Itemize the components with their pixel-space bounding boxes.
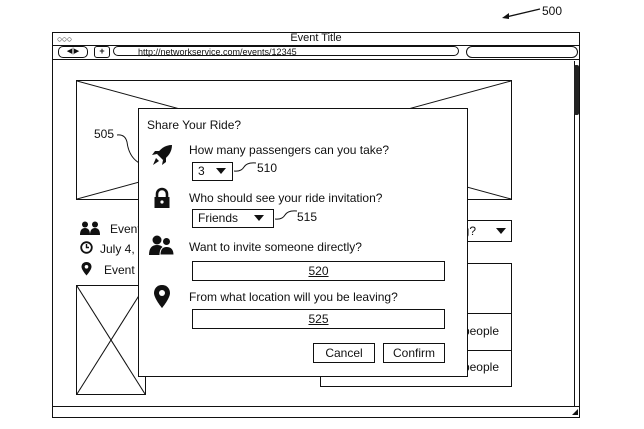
- new-tab-button[interactable]: +: [94, 46, 110, 58]
- passengers-question: How many passengers can you take?: [189, 143, 389, 157]
- scrollbar-thumb[interactable]: [574, 65, 579, 115]
- people-icon: [80, 221, 102, 235]
- location-icon: [81, 262, 92, 276]
- window-title: Event Title: [53, 32, 579, 44]
- visibility-select[interactable]: Friends: [192, 209, 274, 228]
- status-divider: [53, 406, 579, 407]
- invite-input[interactable]: 520: [192, 261, 445, 281]
- back-forward-button[interactable]: ◀|▶: [58, 46, 88, 58]
- lock-icon: [151, 187, 173, 209]
- map-pin-icon: [153, 285, 171, 309]
- event-date-text: July 4,: [100, 242, 135, 256]
- reference-label-515: 515: [297, 210, 317, 224]
- share-ride-dialog: Share Your Ride? How many passengers can…: [138, 108, 468, 377]
- leader-line-510: [234, 161, 256, 175]
- figure-number: 500: [542, 4, 562, 18]
- chevron-down-icon: [216, 168, 226, 174]
- leaving-location-input[interactable]: 525: [192, 309, 445, 329]
- event-location-text: Event: [104, 263, 135, 277]
- passengers-select[interactable]: 3: [192, 162, 233, 181]
- invite-question: Want to invite someone directly?: [189, 240, 362, 254]
- event-attendees-text: Event: [110, 222, 141, 236]
- leaving-question: From what location will you be leaving?: [189, 290, 398, 304]
- confirm-button[interactable]: Confirm: [383, 343, 445, 363]
- search-field[interactable]: [466, 46, 578, 58]
- clock-icon: [80, 241, 93, 254]
- cancel-button[interactable]: Cancel: [313, 343, 375, 363]
- figure-arrow-icon: [500, 6, 542, 20]
- url-bar[interactable]: http://networkservice.com/events/12345: [113, 46, 459, 56]
- users-icon: [149, 234, 175, 256]
- leader-line-515: [275, 209, 297, 223]
- dialog-title: Share Your Ride?: [147, 118, 241, 132]
- event-photo-image: [76, 285, 146, 395]
- reference-label-510: 510: [257, 161, 277, 175]
- chevron-down-icon: [496, 228, 506, 234]
- browser-toolbar: ◀|▶ + http://networkservice.com/events/1…: [53, 45, 579, 60]
- chevron-down-icon: [254, 215, 264, 221]
- reference-label-505: 505: [94, 127, 114, 141]
- visibility-question: Who should see your ride invitation?: [189, 191, 382, 205]
- people-list-item[interactable]: people: [463, 360, 499, 374]
- visibility-select-value: Friends: [198, 211, 238, 225]
- passengers-select-value: 3: [198, 164, 205, 178]
- rocket-icon: [151, 144, 173, 166]
- resize-handle-icon[interactable]: [572, 409, 578, 415]
- people-list-item[interactable]: people: [463, 324, 499, 338]
